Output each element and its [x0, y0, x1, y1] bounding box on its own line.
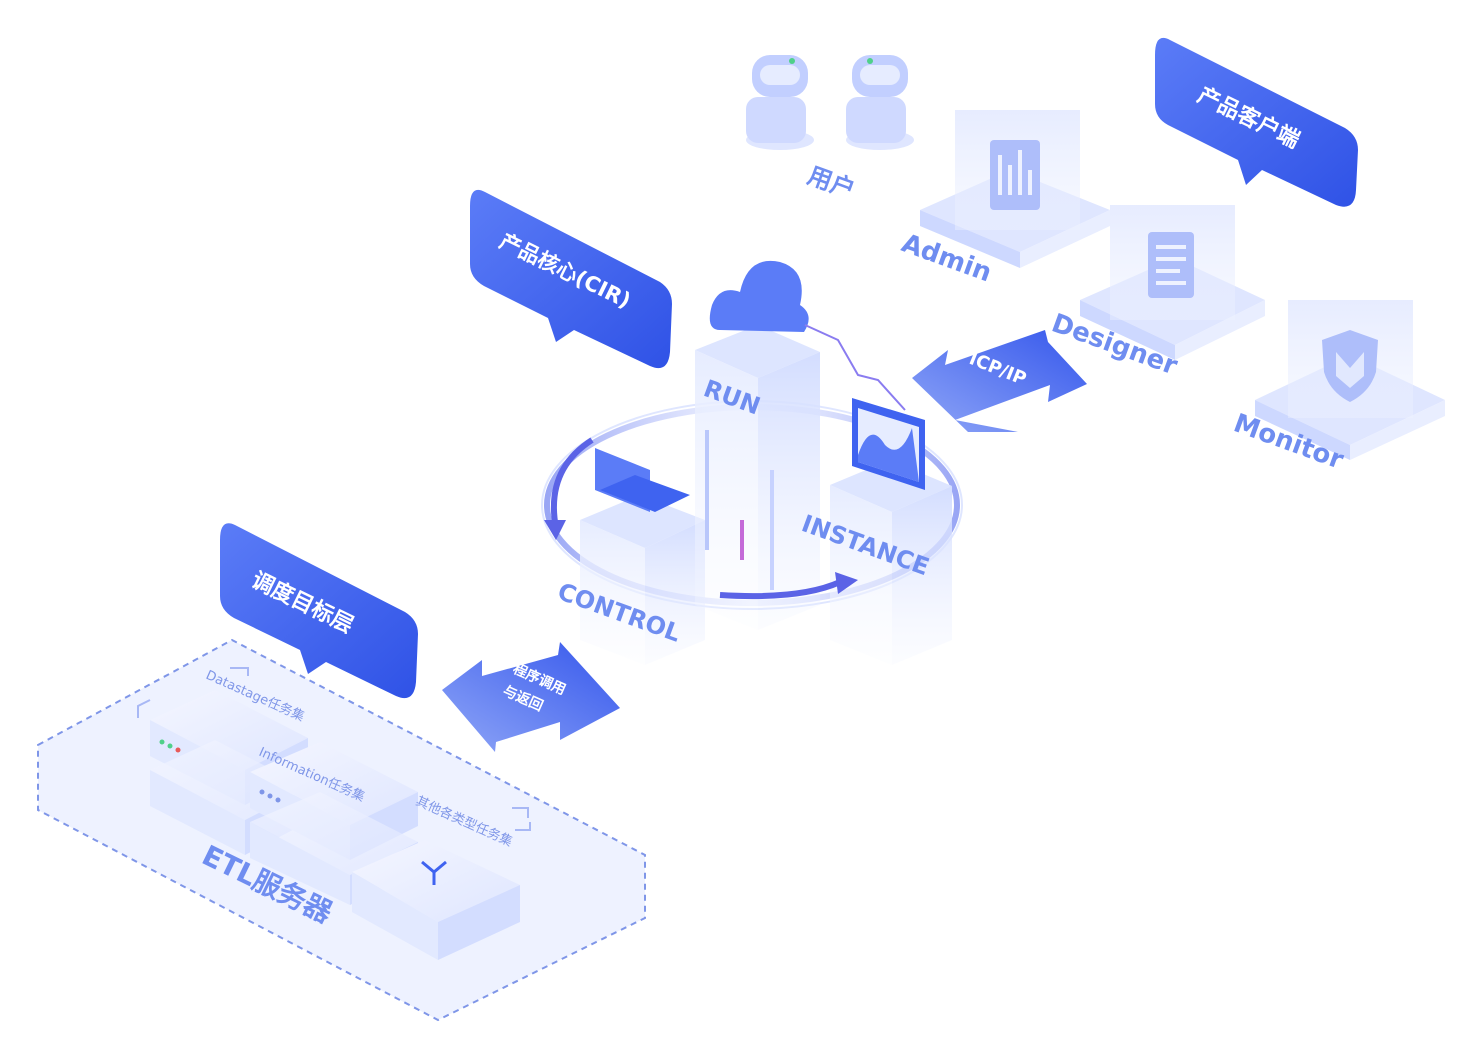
call-return-arrow: 程序调用 与返回 — [442, 642, 620, 752]
core-callout: 产品核心(CIR) — [470, 190, 672, 368]
run-tower: RUN — [695, 261, 820, 630]
user-icon — [746, 55, 814, 150]
laptop-icon — [595, 448, 690, 512]
users-group: 用户 — [746, 55, 914, 204]
client-monitor: Monitor — [1230, 300, 1445, 476]
document-icon — [1148, 232, 1194, 298]
cloud-icon — [710, 261, 809, 332]
client-callout: 产品客户端 — [1155, 38, 1358, 207]
client-admin: Admin — [898, 110, 1110, 288]
user-icon — [846, 55, 914, 150]
chart-panel-icon — [990, 140, 1040, 210]
users-label: 用户 — [804, 161, 859, 204]
instance-block: INSTANCE — [798, 398, 952, 665]
orbit-arrow-left — [554, 440, 592, 528]
